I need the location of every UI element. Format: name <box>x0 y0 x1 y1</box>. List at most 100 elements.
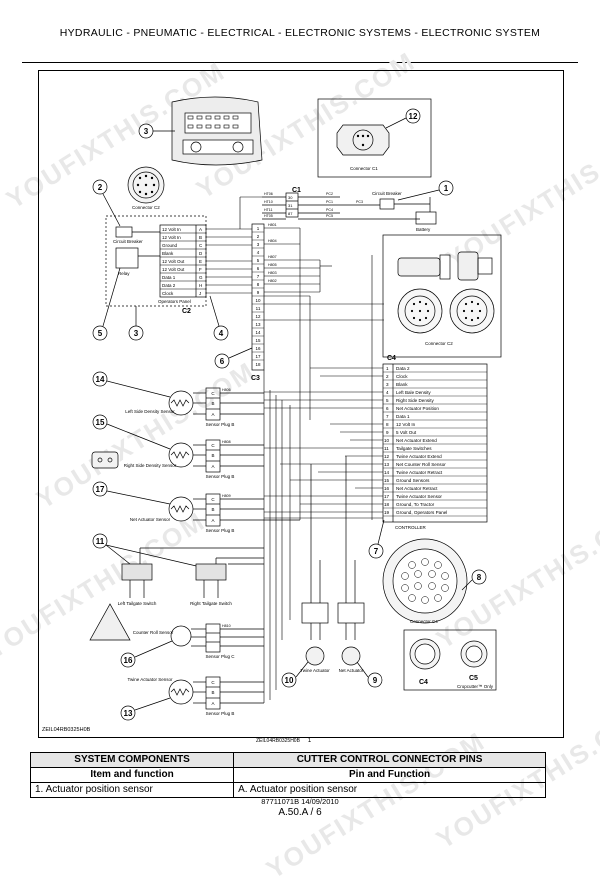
wire-code: H808 <box>222 440 231 444</box>
twine-actuator-label: Twine Actuator <box>300 668 330 673</box>
c4-pin: 19 <box>384 510 390 515</box>
callout-4-label: 4 <box>219 329 224 338</box>
sensor-plug-b-3-label: Sensor Plug B <box>206 528 235 533</box>
panel-circuit-breaker <box>115 226 133 238</box>
c1-label: C1 <box>292 187 301 194</box>
legend-left-subheader: Item and function <box>29 767 235 783</box>
wire-code: H809 <box>222 494 231 498</box>
c2-row-pin: G <box>199 275 203 280</box>
callout-11-label: 11 <box>96 537 105 546</box>
callout-5 <box>92 325 108 341</box>
legend-left-row: 1. Actuator position sensor <box>29 782 235 798</box>
callout-10 <box>281 672 297 688</box>
c2-row-label: Blank <box>162 251 174 256</box>
footer-page-number: A.50.A / 6 <box>278 807 322 818</box>
callout-1-label: 1 <box>444 184 449 193</box>
connector-c1-face <box>336 124 390 156</box>
wire-code: H803 <box>268 271 277 275</box>
operator-panel-device <box>171 96 263 166</box>
callout-8-label: 8 <box>477 573 482 582</box>
sensor-plug-b-2-label: Sensor Plug B <box>206 474 235 479</box>
circuit-breaker-label: Circuit Breaker <box>372 191 402 196</box>
connector-c3-strip <box>251 223 265 371</box>
c3-pin: 11 <box>256 306 261 311</box>
right-side-density-sensor-label: Right Side Density Sensor <box>124 463 177 468</box>
c3-pin: 10 <box>255 298 261 303</box>
relay-label: Relay <box>118 271 130 276</box>
callout-1 <box>438 180 454 196</box>
c4-pin: 10 <box>384 438 390 443</box>
callout-5-label: 5 <box>98 329 103 338</box>
c4-pin-label: Net Actuator Extend <box>396 438 437 443</box>
callout-6-label: 6 <box>220 357 225 366</box>
c4-controller-table <box>382 363 488 523</box>
wire-code: H810 <box>222 624 231 628</box>
callout-2-label: 2 <box>98 183 103 192</box>
callout-4 <box>213 325 229 341</box>
c4-pin-label: Twine Actuator Retract <box>396 470 443 475</box>
plug-pin: B <box>211 690 214 695</box>
page-header-title: HYDRAULIC - PNEUMATIC - ELECTRICAL - ELE… <box>59 27 541 39</box>
c4-pin-label: 5 Volt Out <box>396 430 417 435</box>
c4-pin-label: Twine Actuator Extend <box>396 454 442 459</box>
callout-14-label: 14 <box>96 375 105 384</box>
c4-pin-label: Blank <box>396 382 408 387</box>
right-tailgate-switch-symbol <box>195 563 227 598</box>
c3-label: C3 <box>251 375 260 382</box>
c4-pin: 9 <box>386 430 389 435</box>
net-actuator-assembly <box>337 560 365 666</box>
c4-pin-label: Clock <box>396 374 408 379</box>
legend-right-row: A. Actuator position sensor <box>233 782 546 798</box>
c4-pin: 5 <box>386 398 389 403</box>
c3-pin: 16 <box>255 346 261 351</box>
c4-pin: 16 <box>384 486 390 491</box>
callout-3-top-label: 3 <box>144 127 149 136</box>
sensor-plug-b-1 <box>205 387 221 421</box>
c4-pin-label: Tailgate Switches <box>396 446 432 451</box>
wire-code: PC2 <box>326 192 333 196</box>
wire-code: H804 <box>268 239 277 243</box>
connector-c4-face <box>382 538 468 624</box>
connector-c2-picture-box <box>382 234 502 358</box>
c4b-label: C4 <box>419 679 428 686</box>
c4-pin: 13 <box>384 462 390 467</box>
relay-symbol <box>115 247 139 269</box>
c4-pin-label: Ground, To Tractor <box>396 502 435 507</box>
c2-row-pin: C <box>199 243 203 248</box>
c4-pin: 15 <box>384 478 390 483</box>
plug-pin: B <box>211 453 214 458</box>
callout-17-label: 17 <box>96 485 105 494</box>
callout-14 <box>92 371 108 387</box>
counter-roll-sensor-symbol <box>170 625 192 647</box>
net-actuator-sensor-symbol <box>168 496 194 522</box>
panel-circuit-breaker-label: Circuit Breaker <box>113 239 143 244</box>
callout-6 <box>214 353 230 369</box>
c2-row-label: 12 Volt In <box>162 227 181 232</box>
legend-right-header: CUTTER CONTROL CONNECTOR PINS <box>233 752 546 768</box>
connector-c2-caption-right: Connector C2 <box>425 341 453 346</box>
plug-pin: A <box>211 412 214 417</box>
c4-pin-label: Ground Sensors <box>396 478 430 483</box>
c1-pin-87: 87 <box>288 211 293 216</box>
cropcutter-label: Cropcutter™ Only <box>457 684 494 689</box>
controller-label: CONTROLLER <box>395 525 427 530</box>
c5-label: C5 <box>469 675 478 682</box>
c3-pin: 17 <box>255 354 261 359</box>
c4-pin-label: Net Counter Roll Sensor <box>396 462 446 467</box>
callout-12-label: 13 <box>124 709 133 718</box>
c4-pin: 14 <box>384 470 390 475</box>
c2-row-pin: D <box>199 251 203 256</box>
wire-code: PC4 <box>326 208 333 212</box>
plug-pin: C <box>211 391 215 396</box>
wire-code: HT06 <box>264 192 273 196</box>
c3-pin: 13 <box>255 322 261 327</box>
plug-pin: B <box>211 507 214 512</box>
connector-c2-plug-images <box>397 251 495 334</box>
c4-pin-label: Data 1 <box>396 414 410 419</box>
c3-pin: 8 <box>257 282 260 287</box>
twine-actuator-assembly <box>301 560 329 666</box>
callout-2 <box>92 179 108 195</box>
wire-code: H807 <box>268 255 277 259</box>
callout-11 <box>92 533 108 549</box>
